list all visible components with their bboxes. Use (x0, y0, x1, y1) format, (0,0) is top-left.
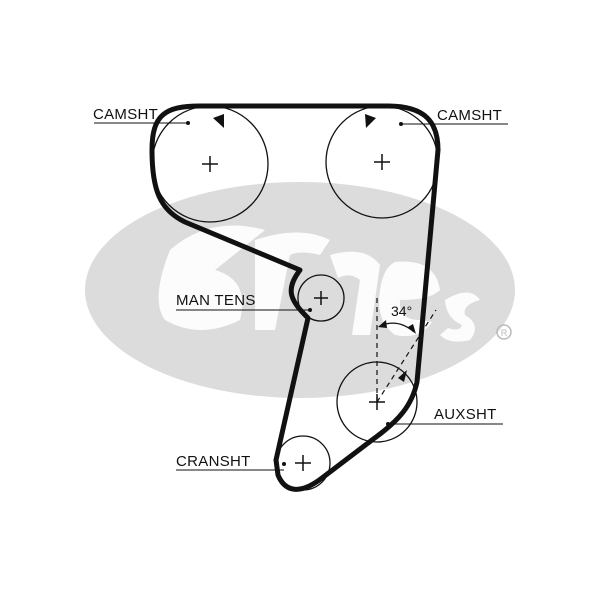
aux-timing-mark-icon (398, 370, 407, 382)
label-camshaft-left: CAMSHT (93, 106, 188, 124)
camshaft-left-pulley (151, 105, 269, 223)
crankshaft-pulley (275, 435, 331, 491)
auxiliary-label: AUXSHT (434, 406, 497, 423)
svg-text:R: R (501, 328, 508, 338)
label-auxiliary: AUXSHT (388, 406, 503, 425)
angle-indicator: 34° (376, 298, 437, 403)
angle-label: 34° (391, 303, 412, 319)
camshaft-right-label: CAMSHT (437, 107, 502, 124)
angle-arrow-left-icon (378, 320, 387, 328)
crankshaft-label: CRANSHT (176, 453, 251, 470)
camshaft-left-label: CAMSHT (93, 106, 158, 123)
timing-belt (149, 103, 441, 492)
label-tensioner: MAN TENS (176, 292, 310, 311)
label-crankshaft: CRANSHT (176, 453, 284, 471)
camshaft-right-pulley (325, 105, 439, 219)
timing-mark-left-icon (213, 114, 224, 128)
angle-arrow-right-icon (408, 324, 416, 334)
tensioner-label: MAN TENS (176, 292, 256, 309)
timing-mark-right-icon (365, 114, 376, 128)
label-camshaft-right: CAMSHT (401, 107, 508, 125)
